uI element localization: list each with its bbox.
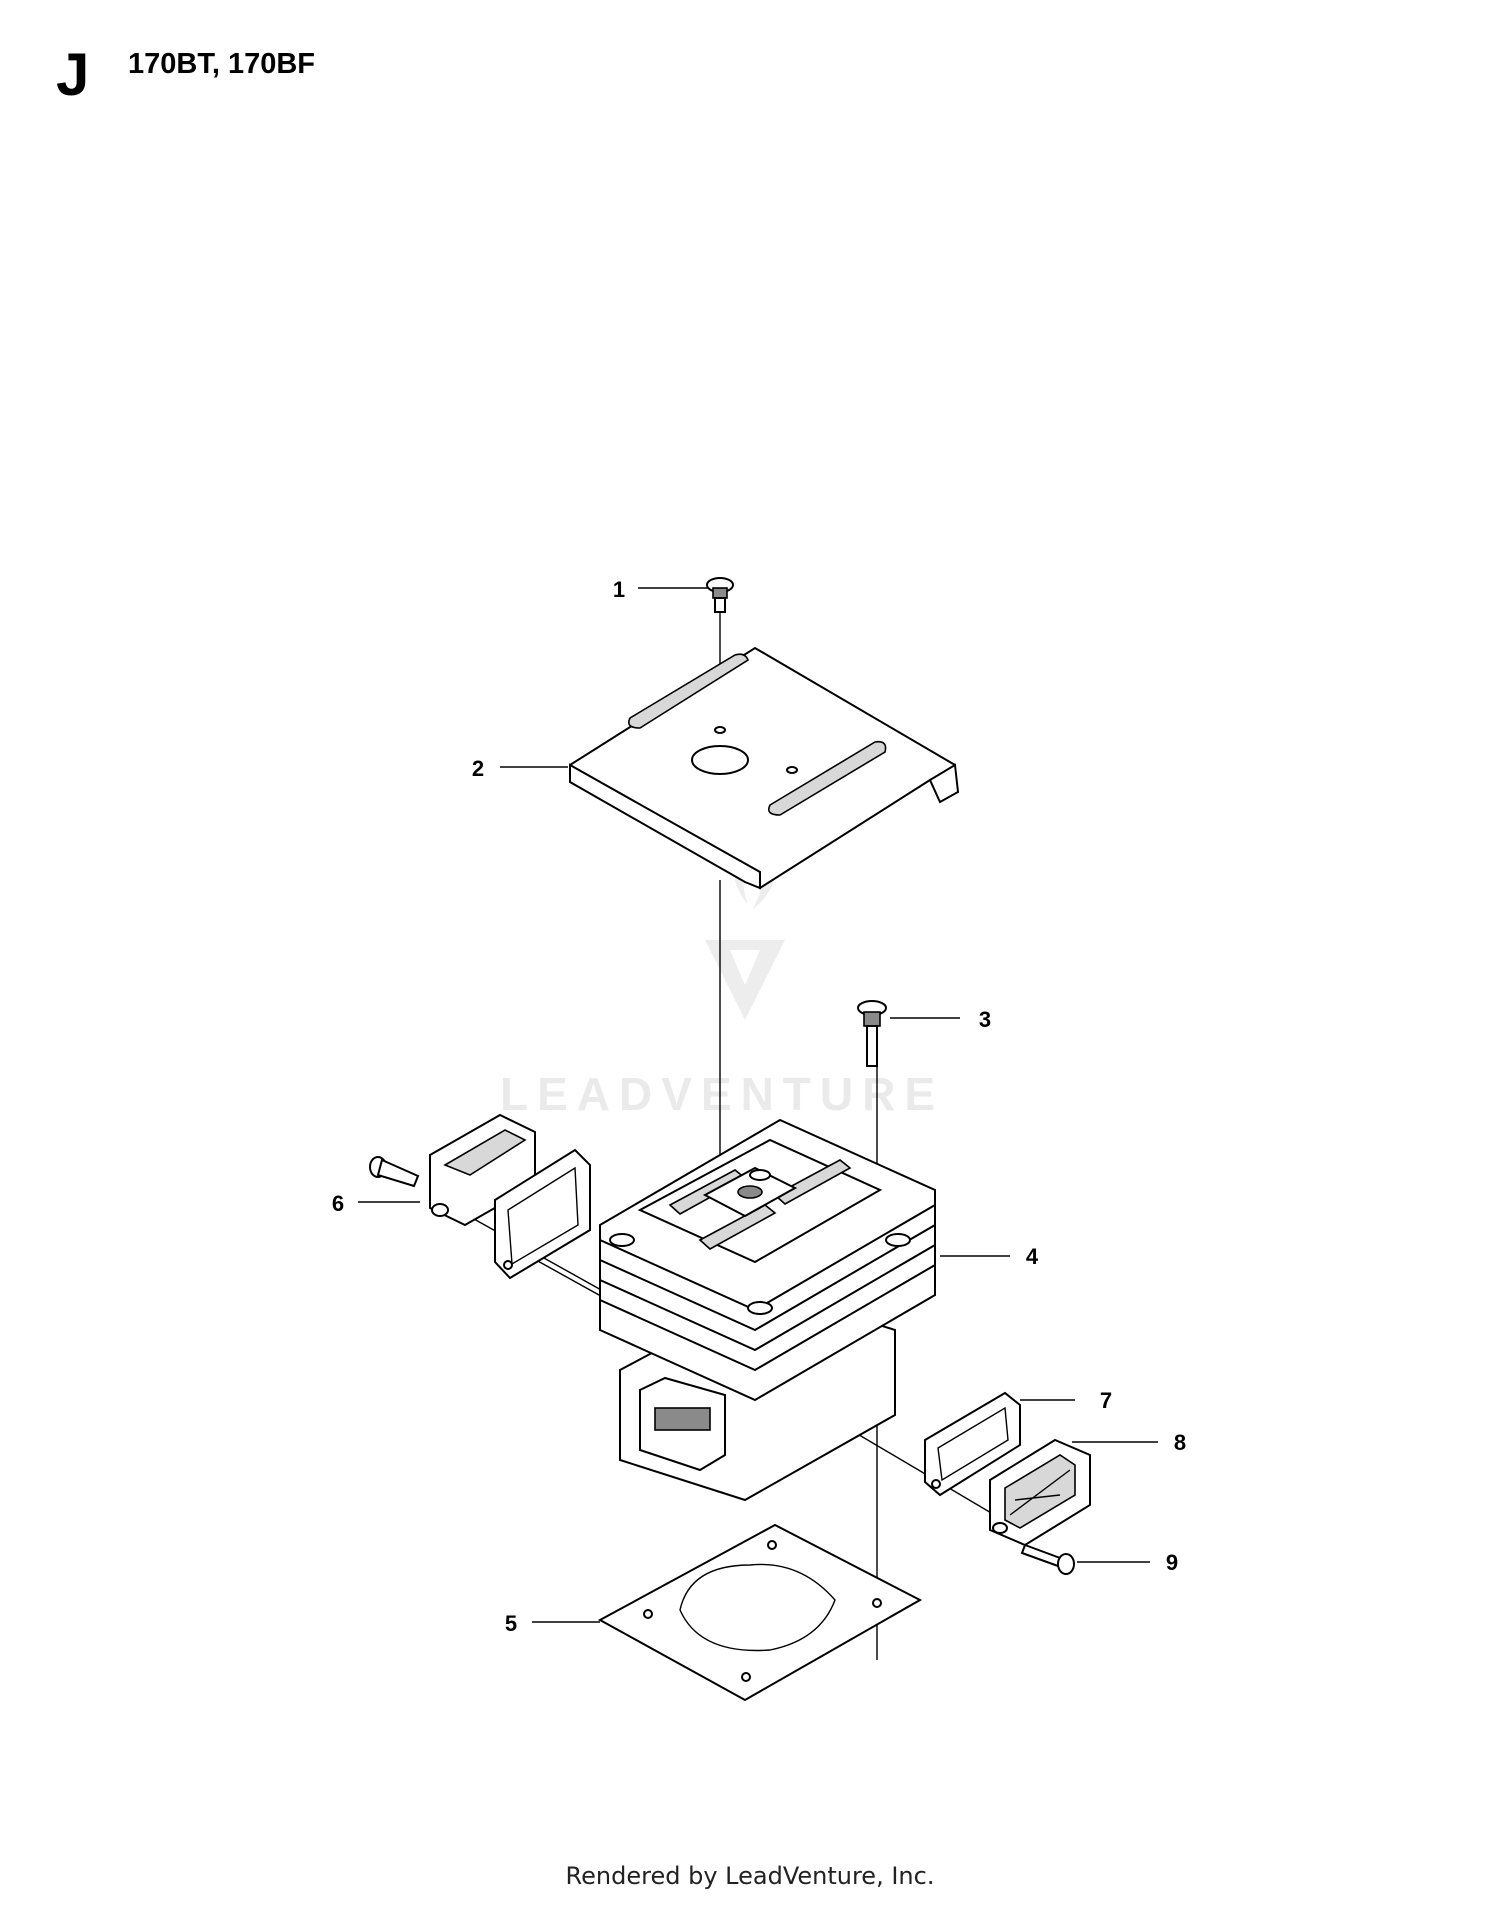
section-letter: J bbox=[56, 41, 90, 108]
callout-2: 2 bbox=[471, 756, 485, 781]
gasket-part-7 bbox=[924, 1391, 1021, 1497]
cylinder-base-gasket-part-5 bbox=[597, 1523, 923, 1702]
callout-1: 1 bbox=[612, 577, 626, 602]
watermark-text: LEADVENTURE bbox=[500, 1068, 944, 1120]
screw-part-1 bbox=[706, 577, 734, 613]
footer-credit: Rendered by LeadVenture, Inc. bbox=[565, 1862, 935, 1890]
leader-lines bbox=[358, 587, 1158, 1660]
callout-8: 8 bbox=[1173, 1430, 1187, 1455]
callout-5: 5 bbox=[504, 1611, 518, 1636]
model-title: 170BT, 170BF bbox=[128, 48, 315, 80]
bolt-part-3 bbox=[857, 1000, 887, 1067]
screw-part-9 bbox=[1020, 1543, 1075, 1575]
callout-3: 3 bbox=[978, 1007, 992, 1032]
cover-plate-part-2 bbox=[569, 646, 960, 890]
callout-4: 4 bbox=[1025, 1244, 1039, 1269]
gasket-left bbox=[494, 1148, 591, 1280]
callout-6: 6 bbox=[331, 1191, 345, 1216]
callout-7: 7 bbox=[1099, 1388, 1113, 1413]
screw-part-6 bbox=[369, 1156, 420, 1188]
flange-part-8 bbox=[989, 1438, 1091, 1547]
cylinder-part-4 bbox=[599, 1118, 936, 1502]
callout-9: 9 bbox=[1165, 1550, 1179, 1575]
